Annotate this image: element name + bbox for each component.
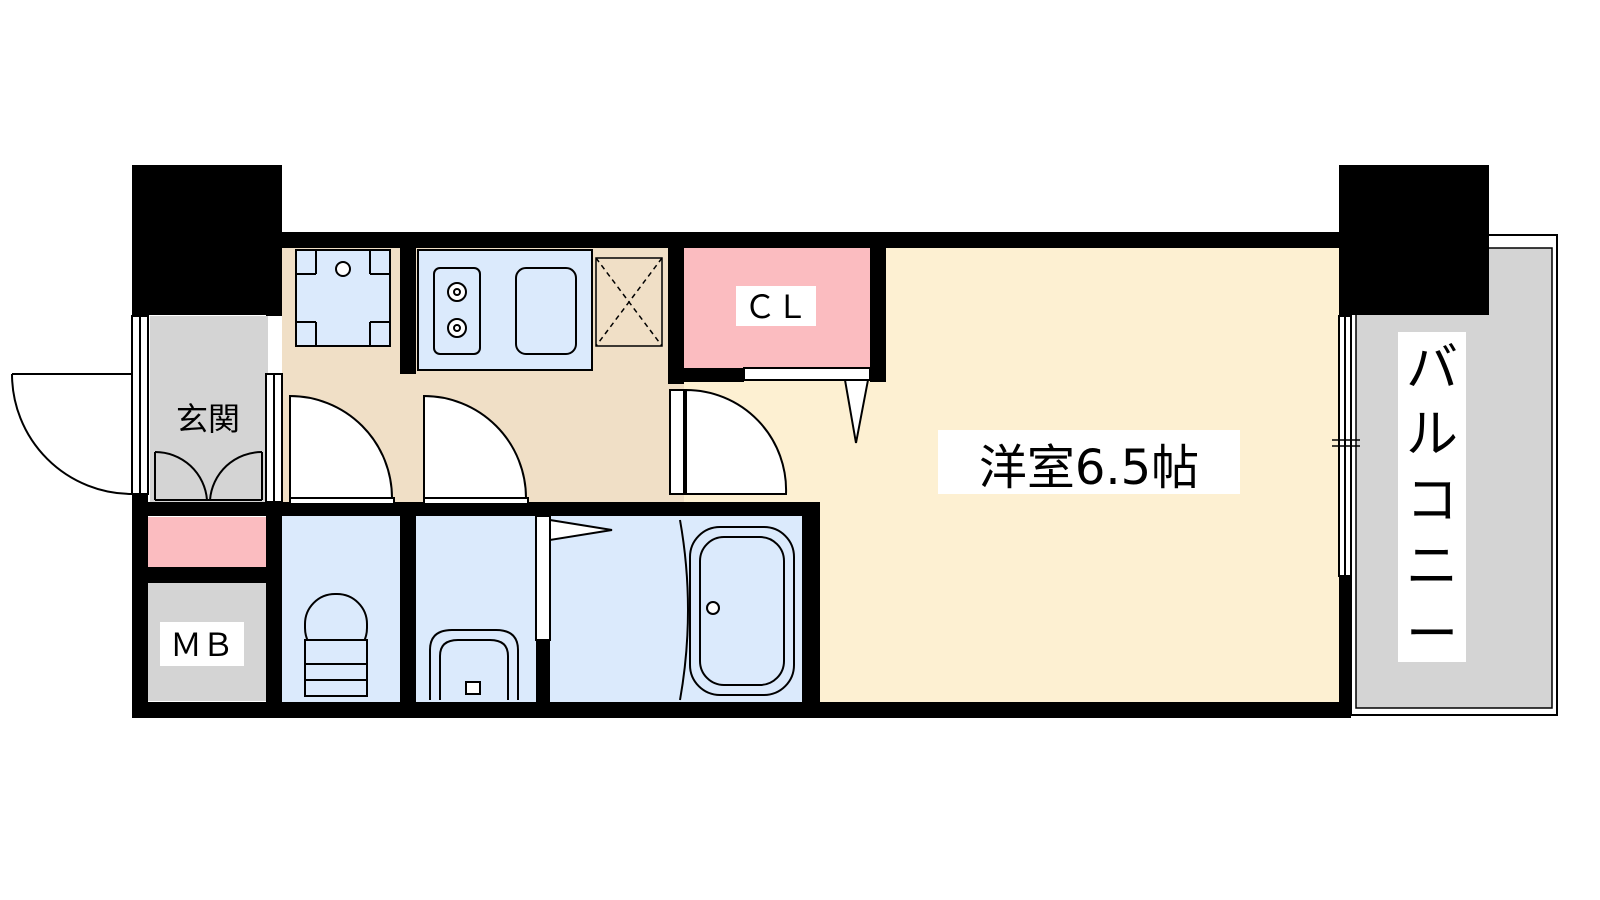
label-balcony-char-2: ル <box>1406 405 1458 465</box>
walls <box>132 165 1489 718</box>
entrance-door <box>11 315 283 503</box>
balcony-window <box>1332 315 1360 577</box>
refrigerator <box>295 249 391 347</box>
label-mb: ＭＢ <box>170 626 234 664</box>
washroom-door <box>423 394 529 505</box>
washing-machine-space <box>595 257 663 347</box>
toilet <box>304 593 368 697</box>
label-genkan: 玄関 <box>176 400 240 438</box>
room-door <box>669 388 788 495</box>
wash-basin <box>429 629 519 700</box>
label-balcony-char-4: ニ <box>1406 537 1458 597</box>
label-balcony: バ ル コ ニ ー <box>1406 339 1458 665</box>
label-balcony-char-3: コ <box>1406 471 1458 531</box>
label-closet: ＣＬ <box>744 288 808 326</box>
shoe-box <box>148 517 266 567</box>
shoe-box-doors <box>154 450 263 501</box>
bathroom-door <box>535 515 689 701</box>
label-balcony-char-5: ー <box>1406 605 1458 665</box>
label-room: 洋室6.5帖 <box>979 440 1199 496</box>
bathtub <box>689 526 795 696</box>
label-balcony-char-1: バ <box>1406 339 1458 399</box>
kitchen-counter <box>417 249 593 371</box>
toilet-door <box>289 394 395 505</box>
